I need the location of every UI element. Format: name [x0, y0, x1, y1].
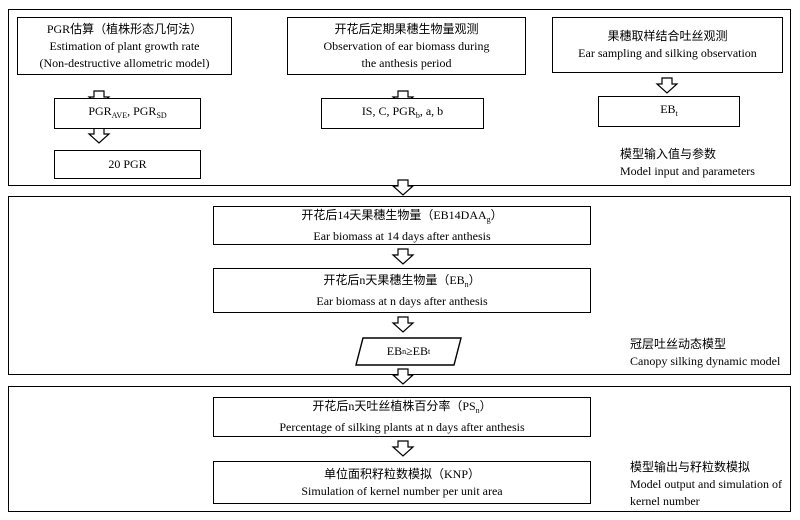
cond-a-sub: n [402, 347, 407, 356]
eb14-en: Ear biomass at 14 days after anthesis [313, 228, 491, 243]
pgr-ave-label: PGR [88, 104, 112, 118]
box-psn: 开花后n天吐丝植株百分率（PSn） Percentage of silking … [213, 397, 591, 437]
pgr20-label: 20 PGR [108, 157, 147, 171]
box-parameters: IS, C, PGRb, a, b [321, 98, 484, 129]
box-pgr-estimation: PGR估算（植株形态几何法） Estimation of plant growt… [17, 17, 232, 75]
knp-zh: 单位面积籽粒数模拟（KNP） [323, 466, 480, 481]
note-model-input: 模型输入值与参数 Model input and parameters [620, 146, 755, 180]
pgr-ave-sub: AVE [111, 111, 128, 120]
note-model-input-en: Model input and parameters [620, 164, 755, 178]
pgr-sd-label: , PGR [127, 104, 157, 118]
box-20-pgr: 20 PGR [54, 150, 201, 179]
cond-op: ≥EB [406, 344, 429, 358]
panel-model-output [8, 386, 791, 512]
box-eb14: 开花后14天果穗生物量（EB14DAAg） Ear biomass at 14 … [213, 206, 591, 245]
down-arrow-icon [391, 368, 415, 385]
eb14-zh-post: ） [490, 207, 503, 222]
ebn-zh-pre: 开花后n天果穗生物量（EB [323, 272, 465, 287]
psn-en: Percentage of silking plants at n days a… [279, 420, 525, 434]
ear-observation-en2: the anthesis period [361, 55, 452, 70]
params-sub: b [415, 111, 420, 120]
ebn-en: Ear biomass at n days after anthesis [316, 293, 488, 308]
box-pgr-stats: PGRAVE, PGRSD [54, 98, 201, 129]
box-ebt: EBt [598, 96, 740, 127]
note-silking-zh: 冠层吐丝动态模型 [630, 337, 727, 351]
ear-sampling-zh: 果穗取样结合吐丝观测 [607, 29, 728, 43]
down-arrow-icon [655, 77, 679, 94]
pgr-sd-sub: SD [156, 111, 167, 120]
note-output-zh: 模型输出与籽粒数模拟 [630, 460, 751, 474]
ear-observation-en1: Observation of ear biomass during [323, 38, 490, 53]
knp-en: Simulation of kernel number per unit are… [301, 483, 503, 498]
down-arrow-icon [391, 440, 415, 457]
cond-b-sub: t [428, 347, 431, 356]
note-model-output: 模型输出与籽粒数模拟 Model output and simulation o… [630, 459, 782, 510]
ebn-zh-sub: n [464, 279, 469, 289]
down-arrow-icon [391, 248, 415, 265]
psn-zh-pre: 开花后n天吐丝植株百分率（PS [312, 399, 476, 413]
psn-zh-post: ） [479, 399, 492, 413]
ear-observation-zh: 开花后定期果穗生物量观测 [334, 21, 479, 36]
params-post: , a, b [419, 104, 444, 118]
pgr-estimation-en2: (Non-destructive allometric model) [39, 55, 210, 70]
psn-zh-sub: n [475, 406, 480, 415]
note-silking-en: Canopy silking dynamic model [630, 354, 781, 368]
box-knp: 单位面积籽粒数模拟（KNP） Simulation of kernel numb… [213, 461, 591, 504]
down-arrow-icon [391, 316, 415, 333]
box-ear-sampling: 果穗取样结合吐丝观测 Ear sampling and silking obse… [552, 17, 783, 73]
cond-a: EB [386, 344, 403, 358]
params-pre: IS, C, PGR [361, 104, 416, 118]
ear-sampling-en: Ear sampling and silking observation [578, 46, 757, 60]
parallelogram-shape [355, 337, 462, 366]
note-output-en2: kernel number [630, 494, 700, 508]
note-silking-model: 冠层吐丝动态模型 Canopy silking dynamic model [630, 336, 780, 370]
pgr-estimation-zh: PGR估算（植株形态几何法） [46, 21, 203, 36]
note-model-input-zh: 模型输入值与参数 [620, 147, 717, 161]
ebt-sub: t [675, 109, 678, 118]
eb14-zh-pre: 开花后14天果穗生物量（EB14DAA [301, 207, 487, 222]
pgr-estimation-en1: Estimation of plant growth rate [49, 38, 200, 53]
down-arrow-icon [87, 127, 111, 144]
note-output-en1: Model output and simulation of [630, 477, 782, 491]
down-arrow-icon [391, 179, 415, 196]
box-ebn: 开花后n天果穗生物量（EBn） Ear biomass at n days af… [213, 268, 591, 313]
ebn-zh-post: ） [468, 272, 481, 287]
ebt-base: EB [660, 102, 676, 116]
box-ear-biomass-observation: 开花后定期果穗生物量观测 Observation of ear biomass … [287, 17, 526, 75]
eb14-zh-sub: g [486, 214, 491, 224]
